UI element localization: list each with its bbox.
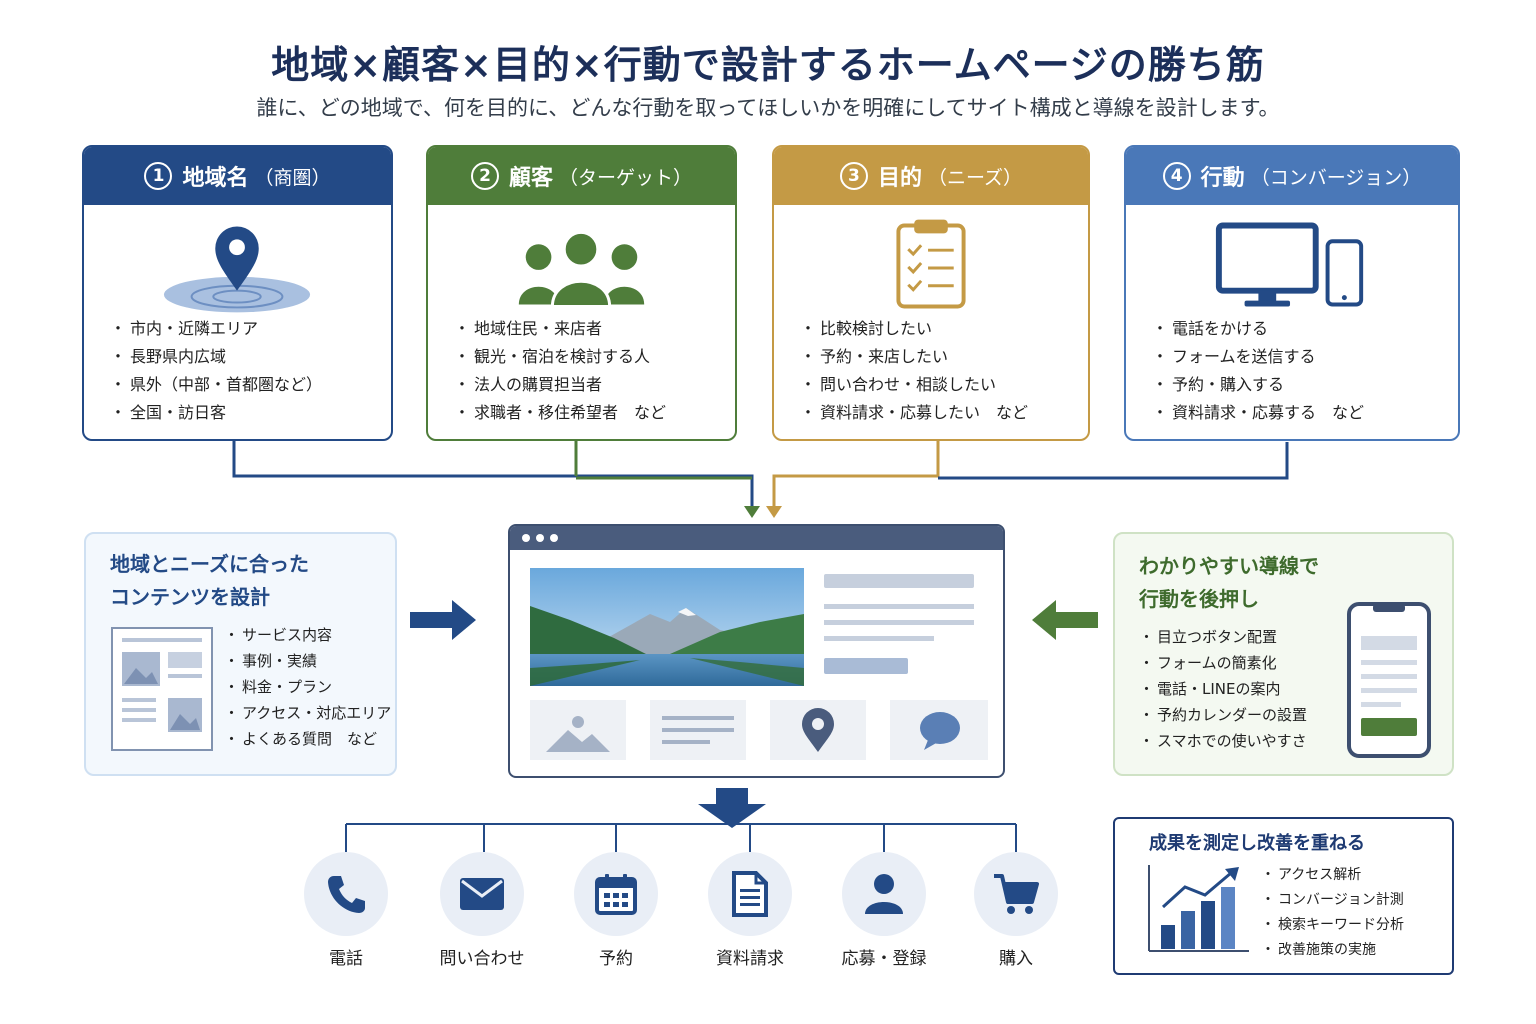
website-mockup	[508, 524, 1005, 778]
list-item: 地域住民・来店者	[454, 315, 666, 343]
card-paren: （商圏）	[254, 166, 331, 189]
document-layout-icon	[111, 627, 213, 751]
window-dot	[550, 534, 558, 542]
list-item: 電話をかける	[1152, 315, 1364, 343]
list-item: コンバージョン計測	[1261, 888, 1404, 913]
calendar-icon	[595, 874, 637, 915]
card-paren: （ターゲット）	[559, 166, 693, 189]
text-placeholder-block	[824, 574, 974, 674]
conversion-document-request	[708, 852, 792, 936]
card-number: 1	[144, 162, 173, 190]
list-item: 検索キーワード分析	[1261, 913, 1404, 938]
conversion-path-panel: わかりやすい導線で 行動を後押し 目立つボタン配置 フォームの簡素化 電話・LI…	[1113, 532, 1454, 776]
card-paren: （コンバージョン）	[1250, 166, 1422, 189]
card-label: 地域名	[182, 166, 249, 191]
card-label: 行動	[1200, 166, 1245, 191]
list-item: 比較検討したい	[800, 315, 1028, 343]
list-item: アクセス解析	[1261, 863, 1404, 888]
content-design-panel: 地域とニーズに合った コンテンツを設計 サービス内容 事例・実績 料金・プラン …	[84, 532, 397, 776]
conversion-label: 資料請求	[716, 949, 784, 969]
conversion-apply-register	[842, 852, 926, 936]
list-item: スマホでの使いやすさ	[1139, 728, 1307, 754]
list-item: よくある質問 など	[224, 726, 391, 752]
phone-icon	[328, 876, 365, 913]
list-item: 全国・訪日客	[110, 399, 322, 427]
list-item: 長野県内広域	[110, 343, 322, 371]
conversion-phone	[304, 852, 388, 936]
conversion-inquiry	[440, 852, 524, 936]
panel-title-line: 行動を後押し	[1139, 587, 1259, 611]
card-label: 目的	[877, 166, 922, 191]
card-region-header: 1 地域名 （商圏）	[84, 147, 391, 205]
devices-icon	[1215, 222, 1364, 307]
page-subtitle: 誰に、どの地域で、何を目的に、どんな行動を取ってほしいかを明確にしてサイト構成と…	[256, 96, 1280, 120]
card-purpose: 3 目的 （ニーズ） 比較検討したい 予約・来店したい 問い合わせ・相談したい …	[772, 145, 1090, 441]
list-item: 予約カレンダーの設置	[1139, 702, 1307, 728]
landscape-image	[530, 568, 804, 686]
conversion-reservation	[574, 852, 658, 936]
list-item: フォームを送信する	[1152, 343, 1364, 371]
page-title: 地域×顧客×目的×行動で設計するホームページの勝ち筋	[271, 43, 1265, 87]
browser-titlebar	[510, 526, 1003, 550]
card-action: 4 行動 （コンバージョン） 電話をかける フォームを送信する 予約・購入する …	[1124, 145, 1460, 441]
improvement-box: 成果を測定し改善を重ねる アクセス解析 コンバージョン計測 検索キーワード分析 …	[1113, 817, 1454, 975]
smartphone-icon	[1347, 602, 1431, 758]
list-item: 資料請求・応募する など	[1152, 399, 1364, 427]
feature-tiles	[530, 700, 988, 760]
card-region: 1 地域名 （商圏） 市内・近隣エリア 長野県内広域 県外（中部・首都圏など） …	[82, 145, 393, 441]
window-dot	[536, 534, 544, 542]
list-item: 料金・プラン	[224, 674, 391, 700]
list-item: 目立つボタン配置	[1139, 624, 1307, 650]
card-purpose-header: 3 目的 （ニーズ）	[774, 147, 1088, 205]
list-item: 電話・LINEの案内	[1139, 676, 1307, 702]
conversion-label: 予約	[599, 949, 633, 969]
improvement-title: 成果を測定し改善を重ねる	[1149, 833, 1365, 854]
panel-title-line: 地域とニーズに合った	[110, 552, 309, 576]
conversion-label: 購入	[999, 949, 1033, 969]
list-item: フォームの簡素化	[1139, 650, 1307, 676]
card-customer-header: 2 顧客 （ターゲット）	[428, 147, 735, 205]
conversion-purchase	[974, 852, 1058, 936]
card-number: 2	[470, 162, 499, 190]
list-item: 観光・宿泊を検討する人	[454, 343, 666, 371]
cart-icon	[994, 874, 1039, 914]
card-label: 顧客	[508, 166, 553, 191]
user-icon	[865, 874, 903, 914]
people-group-icon	[518, 230, 645, 308]
list-item: 法人の購買担当者	[454, 371, 666, 399]
card-action-header: 4 行動 （コンバージョン）	[1126, 147, 1458, 205]
conversion-label: 問い合わせ	[439, 949, 525, 969]
list-item: 予約・来店したい	[800, 343, 1028, 371]
mail-icon	[460, 878, 504, 910]
list-item: 予約・購入する	[1152, 371, 1364, 399]
conversion-label: 電話	[329, 949, 363, 969]
clipboard-checklist-icon	[896, 219, 966, 309]
panel-title-line: コンテンツを設計	[110, 585, 270, 609]
panel-title: わかりやすい導線で 行動を後押し	[1139, 550, 1319, 616]
card-number: 4	[1162, 162, 1191, 190]
list-item: 市内・近隣エリア	[110, 315, 322, 343]
list-item: 求職者・移住希望者 など	[454, 399, 666, 427]
list-item: 県外（中部・首都圏など）	[110, 371, 322, 399]
window-dot	[522, 534, 530, 542]
list-item: 事例・実績	[224, 648, 391, 674]
list-item: アクセス・対応エリア	[224, 700, 391, 726]
document-icon	[732, 871, 768, 917]
list-item: 問い合わせ・相談したい	[800, 371, 1028, 399]
list-item: サービス内容	[224, 622, 391, 648]
list-item: 改善施策の実施	[1261, 938, 1404, 963]
conversion-label: 応募・登録	[841, 949, 927, 969]
panel-title: 地域とニーズに合った コンテンツを設計	[110, 548, 309, 614]
card-number: 3	[839, 162, 868, 190]
card-paren: （ニーズ）	[927, 166, 1023, 189]
card-customer: 2 顧客 （ターゲット） 地域住民・来店者 観光・宿泊を検討する人 法人の購買担…	[426, 145, 737, 441]
list-item: 資料請求・応募したい など	[800, 399, 1028, 427]
location-pin-icon	[163, 226, 311, 313]
growth-chart-icon	[1148, 865, 1249, 952]
panel-title-line: わかりやすい導線で	[1139, 554, 1319, 578]
